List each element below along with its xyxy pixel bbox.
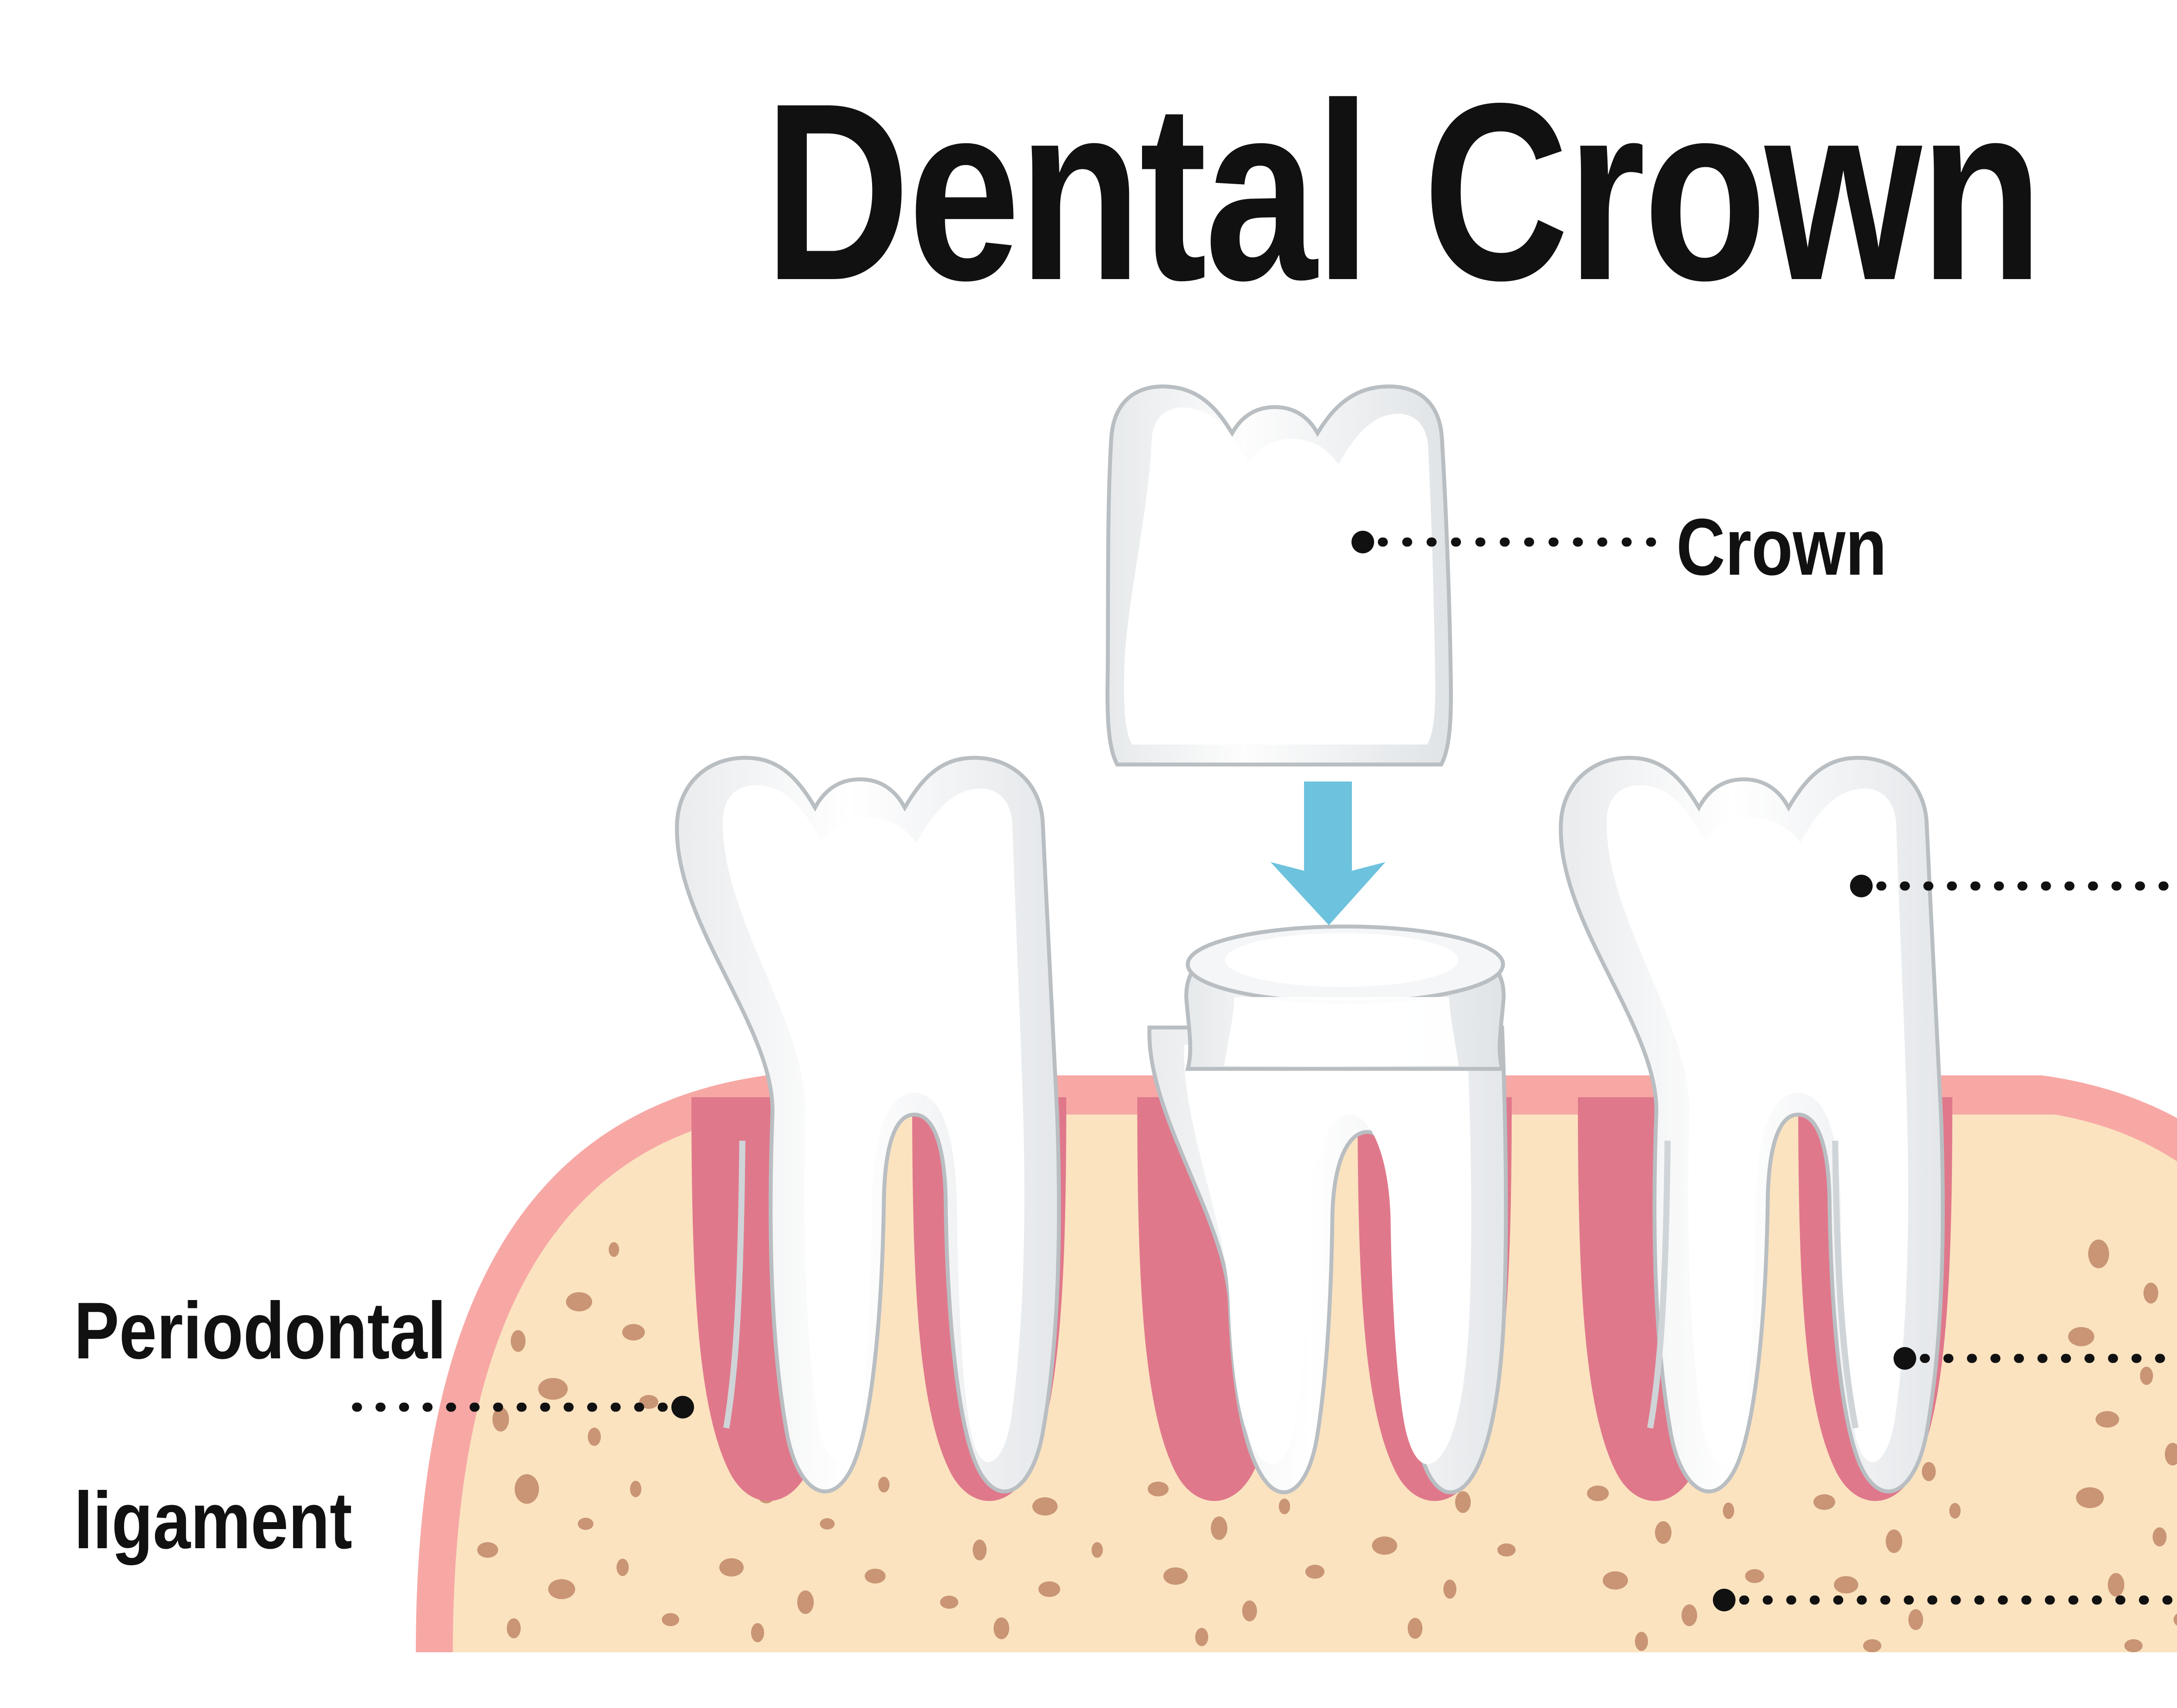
prepared-tooth-stump — [1184, 924, 1506, 1071]
leader-lines — [348, 531, 2177, 1611]
tooth-left-highlight — [722, 785, 1024, 1462]
page-title: Dental Crown — [764, 51, 2043, 333]
crown-cap-highlight — [1124, 407, 1436, 745]
stump-top-highlight — [1225, 933, 1459, 987]
healthy-tooth-right — [1559, 756, 1945, 1494]
tooth-right-highlight — [1606, 785, 1908, 1462]
crown-cap — [1105, 384, 1453, 767]
label-crown: Crown — [1676, 502, 1887, 592]
prepared-tooth-root — [1147, 1025, 1508, 1494]
prepared-root-highlight — [1184, 1045, 1471, 1465]
leader-healthy-tooth — [1850, 875, 2177, 897]
label-periodontal-ligament: Periodontal ligament — [74, 1284, 446, 1566]
healthy-tooth-left — [675, 756, 1061, 1494]
leader-crown — [1351, 531, 1661, 553]
label-periodontal-line1: Periodontal — [74, 1286, 446, 1376]
stump-front-highlight — [1224, 997, 1459, 1066]
cementum-layer — [723, 1140, 1859, 1429]
placement-arrow — [1270, 782, 1385, 925]
leader-jaw-bone — [1713, 1589, 2177, 1611]
label-periodontal-line2: ligament — [74, 1476, 352, 1566]
leader-periodontal-ligament — [348, 1396, 694, 1418]
leader-cementum — [1894, 1347, 2177, 1370]
